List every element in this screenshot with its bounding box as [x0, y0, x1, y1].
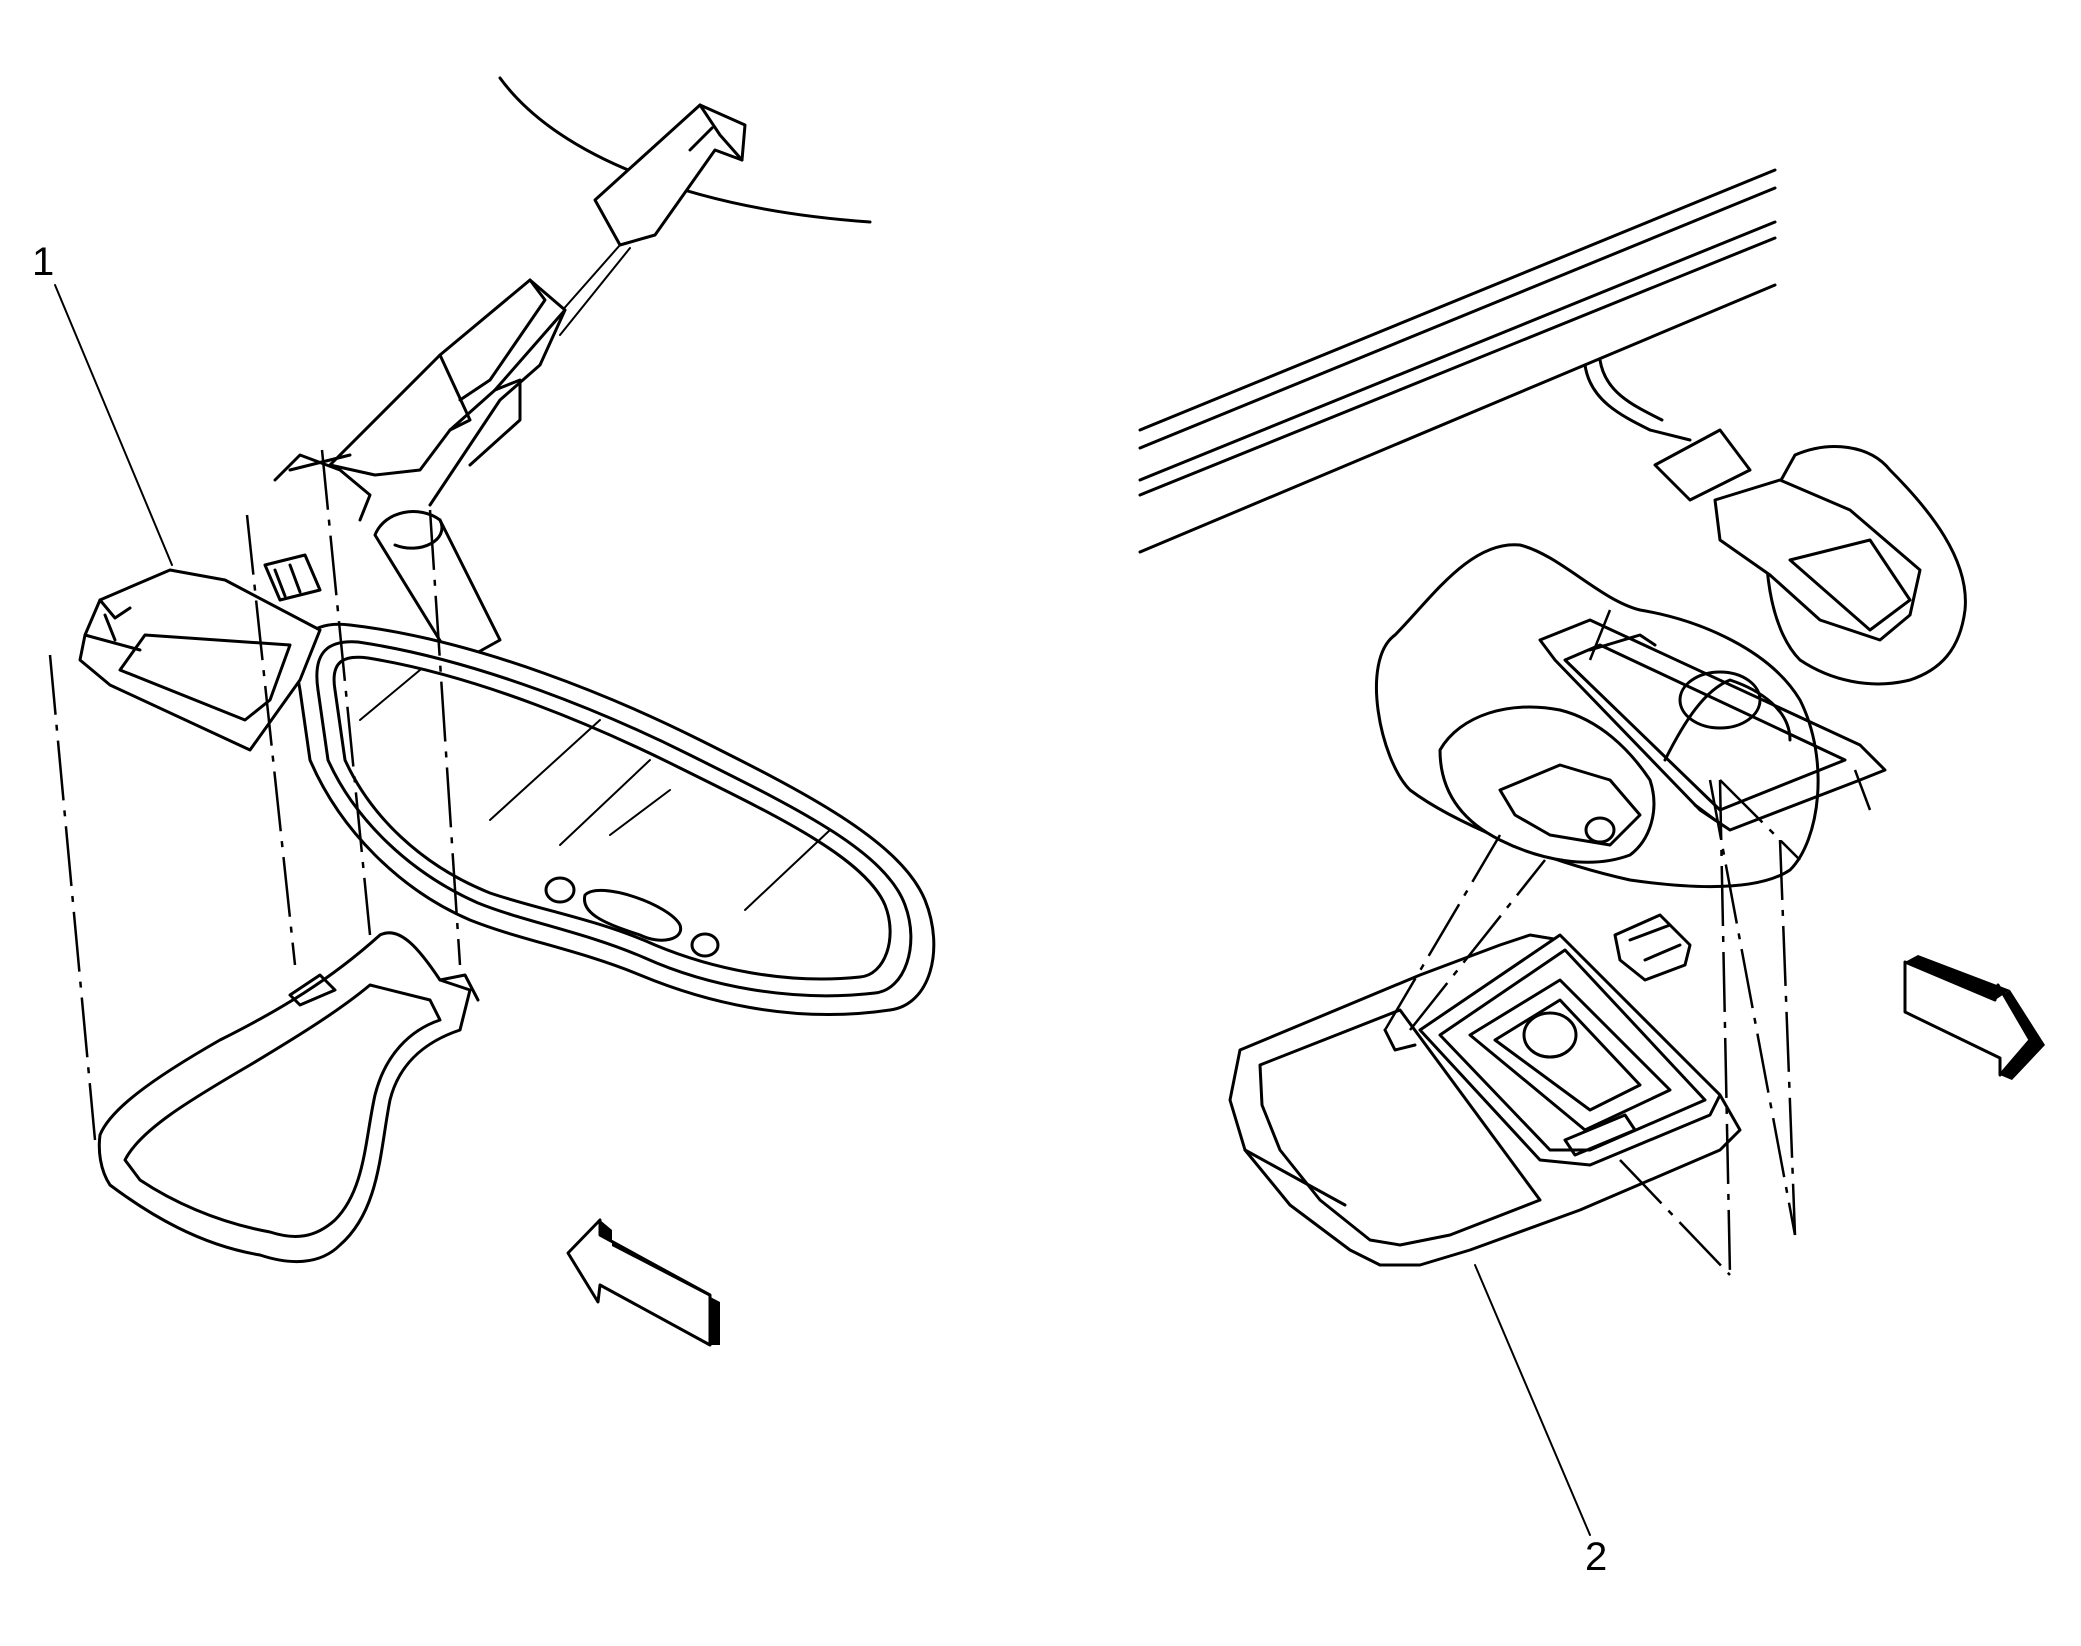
- rain-sensor-module: [544, 103, 747, 336]
- mirror-mount-bracket: [273, 278, 567, 522]
- guide-line: [1778, 839, 1797, 1236]
- wire-harness: [1598, 358, 1664, 422]
- guide-line: [48, 654, 97, 1141]
- guide-line: [1383, 834, 1502, 1031]
- left-assembly: 1: [32, 76, 936, 1347]
- callout-1-label: 1: [32, 240, 54, 284]
- callout-2: 2: [1474, 1264, 1607, 1579]
- guide-line: [1588, 609, 1612, 661]
- wire-harness: [1583, 363, 1692, 442]
- guide-line: [1718, 779, 1732, 1276]
- dome-lamp-right: [1653, 428, 1967, 686]
- rearview-mirror: [295, 622, 936, 1016]
- guide-line: [428, 509, 462, 966]
- leader-line-1: [54, 284, 173, 566]
- callout-2-label: 2: [1585, 1535, 1607, 1579]
- console-connector: [1613, 913, 1692, 982]
- guide-line: [245, 514, 297, 966]
- leader-line-2: [1474, 1264, 1591, 1536]
- guide-line: [1719, 779, 1801, 861]
- roof-header: [1138, 168, 1777, 554]
- mirror-cover-lower: [97, 931, 480, 1264]
- electrical-connector: [263, 553, 322, 602]
- mirror-stem: [373, 510, 502, 667]
- callout-1: 1: [32, 240, 173, 566]
- dome-lamp-left: [1438, 705, 1656, 864]
- headliner-opening: [1374, 543, 1820, 889]
- guide-line: [1708, 779, 1797, 1236]
- mirror-cover-upper: [78, 568, 322, 752]
- front-direction-arrow: [566, 1218, 720, 1347]
- front-direction-arrow: [1903, 955, 2045, 1080]
- overhead-console: [1228, 933, 1742, 1267]
- guide-line: [1853, 769, 1872, 811]
- right-assembly: 2: [1138, 168, 2045, 1579]
- guide-line: [320, 449, 372, 936]
- guide-line: [1619, 1159, 1731, 1276]
- guide-line: [1409, 859, 1546, 1031]
